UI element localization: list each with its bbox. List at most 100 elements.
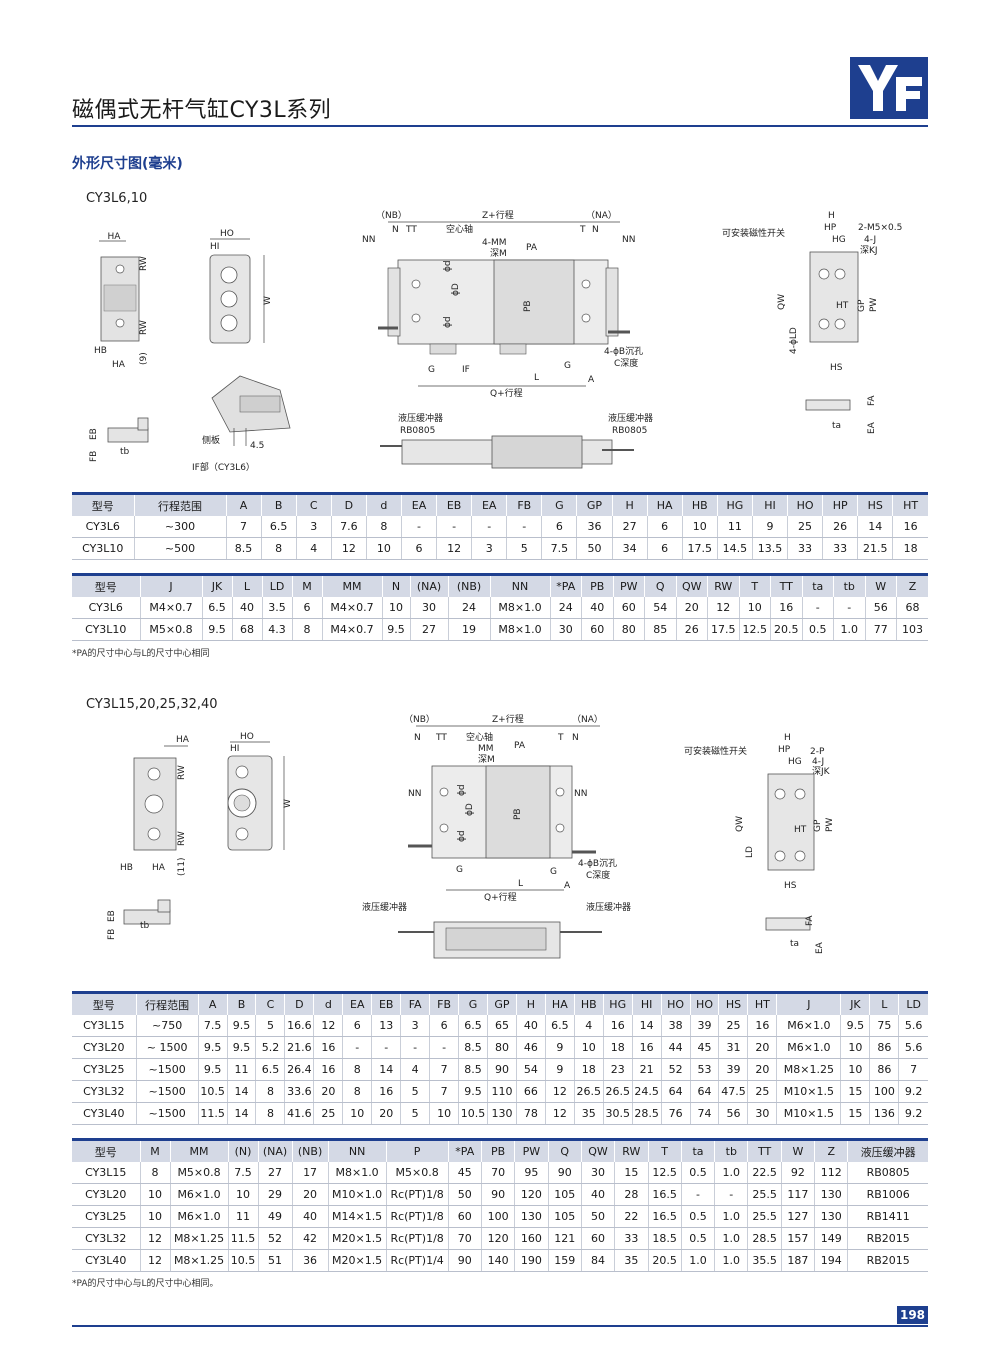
table-cell: 23 [602,1058,633,1081]
table-cell: 70 [447,1227,482,1250]
footer-rule [72,1325,928,1327]
table-cell: 45 [689,1036,719,1059]
drawing-front-view-2: （NB） Z+行程 （NA） N TT 空心轴 T N MM 深M PA NN … [400,712,630,904]
table-cell: 52 [257,1227,293,1250]
table-header-cell: N [381,573,410,597]
dimension-label: 深M [490,248,507,259]
table-cell: 20 [291,1183,329,1206]
table-cell: 14 [371,1058,401,1081]
table-cell: 85 [644,618,676,641]
table-cell: 120 [480,1227,515,1250]
table-cell: ~1500 [135,1080,199,1103]
table-header-cell: B [226,991,256,1015]
dimension-label: tb [120,447,130,457]
table-cell: Rc(PT)1/8 [385,1183,449,1206]
dimension-label: 液压缓冲器 [586,901,631,913]
table-header-cell: HI [631,991,662,1015]
table-cell: 68 [231,618,262,641]
table-cell: 8 [365,516,402,538]
dimension-label: 液压缓冲器 [608,412,653,424]
table-header-cell: MM [321,573,382,597]
dimension-label: N [592,225,599,235]
table-cell: M20×1.5 [327,1249,387,1272]
drawing-eb-fb-bracket-2: EB FB tb [100,896,190,946]
table-cell: M5×0.8 [169,1162,229,1184]
table-header-cell: HG [716,492,753,516]
table-cell: 5.6 [898,1015,928,1037]
dimension-label: RW [139,320,149,335]
table-cell: 10.5 [197,1080,228,1103]
table-cell: 1.0 [714,1162,748,1184]
dimension-label: 4.5 [250,441,264,451]
table-cell: M8×1.25 [169,1227,229,1250]
table-cell: - [801,597,834,619]
table-cell: - [436,516,472,538]
dimension-label: 4-ϕB沉孔 [604,346,643,357]
table-cell: 9.2 [898,1080,928,1103]
dimension-label: （NA） [586,210,617,221]
table-cell: 40 [581,597,613,619]
table-header-cell: M [291,573,322,597]
table-header-cell: G [458,991,488,1015]
dimension-label: (11) [177,858,187,876]
table-header-cell: EB [371,991,401,1015]
table-cell: 3 [295,516,332,538]
table-cell: 160 [514,1227,549,1250]
table-cell: 80 [486,1036,517,1059]
table-cell: 9 [544,1058,575,1081]
table-cell: 24 [447,597,490,619]
table-header-cell: W [780,1138,815,1162]
table-cell: 9.5 [840,1015,870,1037]
table-cell: 130 [514,1205,549,1228]
dimension-label: C深度 [586,869,610,881]
table-cell: 10 [573,1036,604,1059]
table-header-cell: HS [718,991,748,1015]
table-cell: 136 [869,1102,899,1125]
table-header-cell: HI [751,492,788,516]
dimension-label: A [588,375,595,385]
table-cell: 5 [255,1015,285,1037]
table-cell: 157 [780,1227,815,1250]
table-header-cell: JK [201,573,232,597]
dimension-label: RW [177,831,187,846]
dimension-label: NN [362,235,375,245]
table-cell: Rc(PT)1/8 [385,1227,449,1250]
table-cell: 13.5 [751,537,788,560]
table-cell: M6×1.0 [776,1015,841,1037]
header-rule [72,125,928,127]
table-cell: 40 [580,1183,615,1206]
table-header-cell: tb [714,1138,748,1162]
table-cell: 6 [291,597,322,619]
table-header-cell: 行程范围 [133,492,226,516]
table-header-cell: Z [896,573,928,597]
table-cell: 8 [255,1080,285,1103]
table-cell: 190 [514,1249,549,1272]
table-cell: 12 [544,1102,575,1125]
table-cell: - [371,1036,401,1059]
dimension-label: PW [825,818,835,832]
drawing-end-view-left: HA RW RW (9) HB HA [86,225,156,375]
dimension-label: 液压缓冲器 [398,412,443,424]
table-cell: 8 [255,1102,285,1125]
table-cell: 44 [660,1036,691,1059]
table-cell: CY3L40 [72,1102,137,1125]
table-cell: 40 [291,1205,329,1228]
dimension-label: ϕd [443,260,453,272]
table-cell: 6.5 [458,1015,488,1037]
dimension-label: PB [513,808,523,820]
table-cell: 30 [747,1102,777,1125]
table-cell: ~1500 [135,1102,199,1125]
table-cell: 36 [291,1249,329,1272]
table-cell: 21.5 [857,537,893,560]
table-header-cell: HS [857,492,893,516]
dimension-label: HB [120,863,133,873]
table-cell: 14 [226,1080,256,1103]
dimension-label: ϕd [443,316,453,328]
dimension-label: 4-ϕB沉孔 [578,858,617,869]
table-cell: CY3L10 [72,618,140,641]
